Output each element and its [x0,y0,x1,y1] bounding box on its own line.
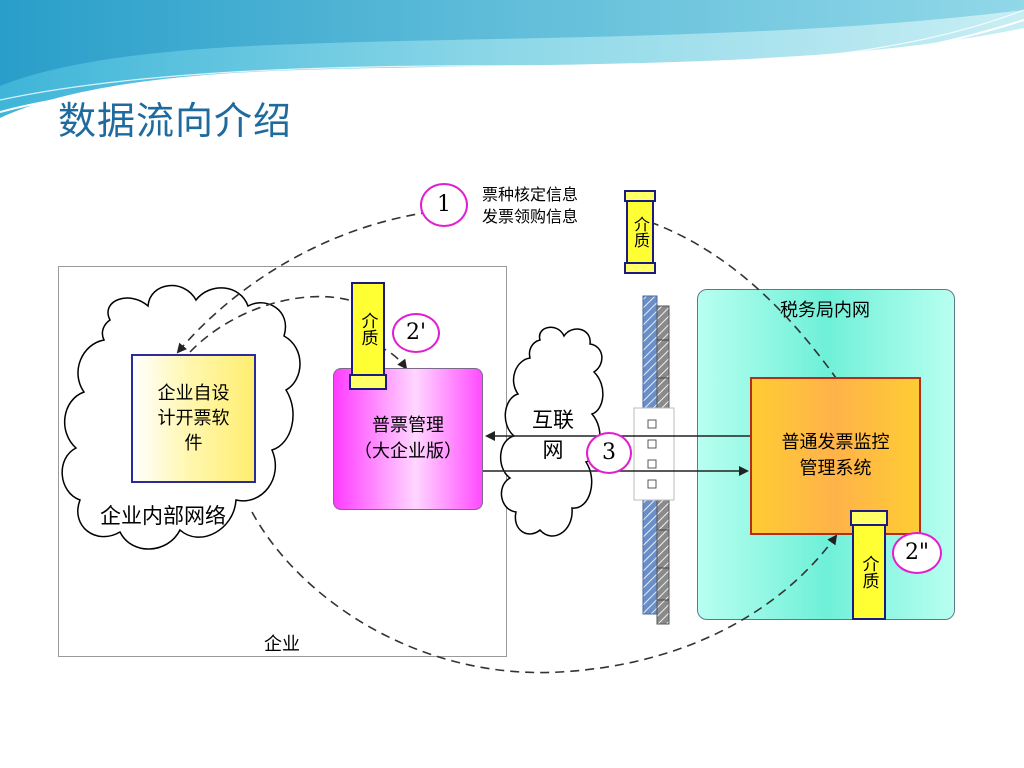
monitor-line-1: 普通发票监控 [781,432,890,453]
invoice-management-box: 普票管理 （大企业版） [333,368,483,510]
slide-title: 数据流向介绍 [58,99,293,143]
step1-info-line-2: 发票领购信息 [482,207,579,226]
storage-medium-tax: 介质 [850,510,888,622]
header-decoration [0,0,1024,118]
flow-step2b-curve [251,511,838,674]
step-marker-2b: 2" [892,532,942,574]
internet-label-line-1: 互联 [532,408,574,432]
step-marker-2a: 2' [392,313,440,353]
storage-medium-enterprise: 介质 [349,282,387,392]
step-marker-3: 3 [586,432,632,474]
enterprise-software-box: 企业自设 计开票软 件 [131,354,256,483]
software-label-line-2: 计开票软 [157,408,230,429]
invoice-mgmt-line-2: （大企业版） [354,441,462,462]
flow-step1-curve [176,211,431,354]
monitor-line-2: 管理系统 [799,458,872,479]
internet-cloud-icon [500,326,604,537]
medium-label-tax: 介质 [858,555,879,589]
medium-label-enterprise: 介质 [357,312,378,346]
monitor-system-box: 普通发票监控 管理系统 [750,377,921,535]
firewall-wall [633,295,675,625]
internet-label: 互联 网 [522,405,584,465]
flow-step1-tail [649,221,837,379]
tax-bureau-network-label: 税务局内网 [780,300,870,321]
software-label-line-3: 件 [184,433,203,454]
software-label-line-1: 企业自设 [157,383,230,404]
invoice-mgmt-line-1: 普票管理 [372,415,444,436]
intranet-label: 企业内部网络 [100,504,226,528]
step1-info: 票种核定信息 发票领购信息 [482,184,578,228]
step1-info-line-1: 票种核定信息 [482,185,579,204]
medium-label-top: 介质 [631,216,650,248]
enterprise-label: 企业 [264,634,300,655]
storage-medium-top: 介质 [624,190,656,274]
step-marker-1: 1 [420,183,468,227]
internet-label-line-2: 网 [542,438,564,462]
